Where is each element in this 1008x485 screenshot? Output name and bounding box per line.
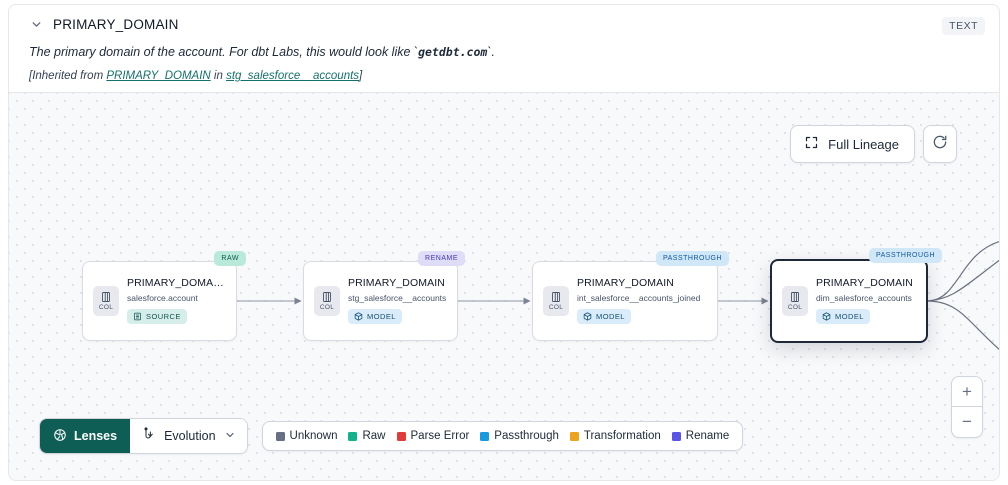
legend-label: Rename	[685, 430, 730, 442]
node-title: PRIMARY_DOMAIN	[348, 276, 445, 289]
node-kind-label: SOURCE	[146, 311, 181, 321]
inherited-from: [Inherited from PRIMARY_DOMAIN in stg_sa…	[29, 70, 983, 82]
evolution-label: Evolution	[164, 429, 216, 443]
legend-item: Parse Error	[396, 430, 470, 442]
legend-item: Rename	[671, 430, 730, 442]
legend-item: Unknown	[275, 430, 338, 442]
lenses-label: Lenses	[74, 429, 118, 443]
legend-label: Parse Error	[410, 430, 470, 442]
column-detail-panel: PRIMARY_DOMAIN TEXT The primary domain o…	[8, 4, 1000, 481]
legend-label: Unknown	[289, 430, 338, 442]
node-subtitle: dim_salesforce_accounts	[816, 292, 912, 303]
aperture-icon	[53, 428, 67, 445]
column-chip-label: COL	[98, 304, 114, 311]
node-kind-badge: MODEL	[577, 308, 631, 324]
column-icon: COL	[93, 286, 119, 316]
node-subtitle: int_salesforce__accounts_joined	[577, 292, 701, 303]
legend-item: Transformation	[569, 430, 661, 442]
inherited-model-link[interactable]: stg_salesforce__accounts	[226, 69, 360, 82]
legend-swatch	[348, 431, 358, 441]
column-chip-label: COL	[319, 304, 335, 311]
column-chip-label: COL	[787, 304, 803, 311]
panel-header: PRIMARY_DOMAIN TEXT The primary domain o…	[9, 5, 999, 91]
cube-icon	[354, 311, 363, 321]
zoom-controls: + −	[951, 376, 983, 438]
description-code: getdbt.com	[418, 45, 488, 59]
node-tag: RAW	[214, 251, 246, 266]
lineage-node[interactable]: PASSTHROUGH COL PRIMARY_DOMAIN int_sales…	[532, 251, 729, 341]
evolution-icon	[141, 427, 156, 445]
inherit-close: ]	[359, 69, 363, 82]
node-tag: PASSTHROUGH	[655, 251, 729, 266]
cube-icon	[583, 311, 592, 321]
node-subtitle: stg_salesforce__accounts	[348, 292, 447, 303]
lineage-bottom-bar: Lenses Evolution Unknown Raw Parse Error…	[39, 418, 744, 454]
node-kind-badge: MODEL	[816, 308, 870, 324]
zoom-out-button[interactable]: −	[962, 412, 972, 431]
lineage-toolbar: Full Lineage	[790, 125, 957, 163]
column-icon: COL	[543, 286, 569, 316]
legend-item: Raw	[348, 430, 386, 442]
description-suffix: `.	[487, 45, 495, 59]
inherit-mid: in	[210, 69, 227, 82]
full-lineage-label: Full Lineage	[828, 136, 899, 152]
node-kind-badge: SOURCE	[127, 308, 187, 324]
legend-swatch	[569, 431, 579, 441]
lineage-legend: Unknown Raw Parse Error Passthrough Tran…	[261, 421, 744, 451]
legend-label: Raw	[362, 430, 386, 442]
legend-label: Passthrough	[494, 430, 559, 442]
description-prefix: The primary domain of the account. For d…	[29, 45, 419, 59]
column-description: The primary domain of the account. For d…	[29, 44, 983, 61]
node-kind-label: MODEL	[367, 311, 396, 321]
expand-corners-icon	[804, 135, 819, 153]
legend-swatch	[275, 431, 285, 441]
chevron-down-icon	[224, 429, 236, 444]
node-subtitle: salesforce.account	[127, 292, 198, 303]
refresh-button[interactable]	[923, 125, 957, 163]
page-title: PRIMARY_DOMAIN	[53, 17, 179, 32]
node-kind-badge: MODEL	[348, 308, 402, 324]
node-title: PRIMARY_DOMAIN__C	[127, 276, 226, 289]
node-kind-label: MODEL	[596, 311, 625, 321]
legend-item: Passthrough	[480, 430, 559, 442]
type-badge: TEXT	[942, 17, 985, 35]
node-tag: PASSTHROUGH	[868, 248, 942, 263]
lineage-node-selected[interactable]: PASSTHROUGH COL PRIMARY_DOMAIN dim_sales…	[770, 248, 942, 343]
inherit-open: [Inherited from	[29, 69, 107, 82]
full-lineage-button[interactable]: Full Lineage	[790, 125, 915, 163]
node-kind-label: MODEL	[835, 311, 864, 321]
node-title: PRIMARY_DOMAIN	[816, 276, 913, 289]
legend-swatch	[480, 431, 490, 441]
node-tag: RENAME	[418, 251, 465, 266]
lineage-canvas[interactable]: Full Lineage RAW COL PRIMARY_DOMAIN__C s…	[9, 92, 999, 480]
column-icon: COL	[782, 286, 808, 316]
cube-icon	[822, 311, 831, 321]
legend-swatch	[396, 431, 406, 441]
lenses-group: Lenses Evolution	[39, 418, 248, 454]
zoom-in-button[interactable]: +	[952, 377, 982, 407]
evolution-dropdown[interactable]: Evolution	[130, 419, 247, 453]
database-icon	[133, 312, 142, 321]
legend-swatch	[671, 431, 681, 441]
node-title: PRIMARY_DOMAIN	[577, 276, 674, 289]
chevron-down-icon[interactable]	[29, 18, 43, 32]
refresh-icon	[932, 134, 948, 155]
inherited-column-link[interactable]: PRIMARY_DOMAIN	[106, 69, 211, 82]
legend-label: Transformation	[583, 430, 661, 442]
lineage-node[interactable]: RENAME COL PRIMARY_DOMAIN stg_salesforce…	[303, 251, 465, 341]
column-icon: COL	[314, 286, 340, 316]
lenses-button[interactable]: Lenses	[40, 419, 131, 453]
lineage-node[interactable]: RAW COL PRIMARY_DOMAIN__C salesforce.acc…	[82, 251, 246, 341]
column-chip-label: COL	[548, 304, 564, 311]
